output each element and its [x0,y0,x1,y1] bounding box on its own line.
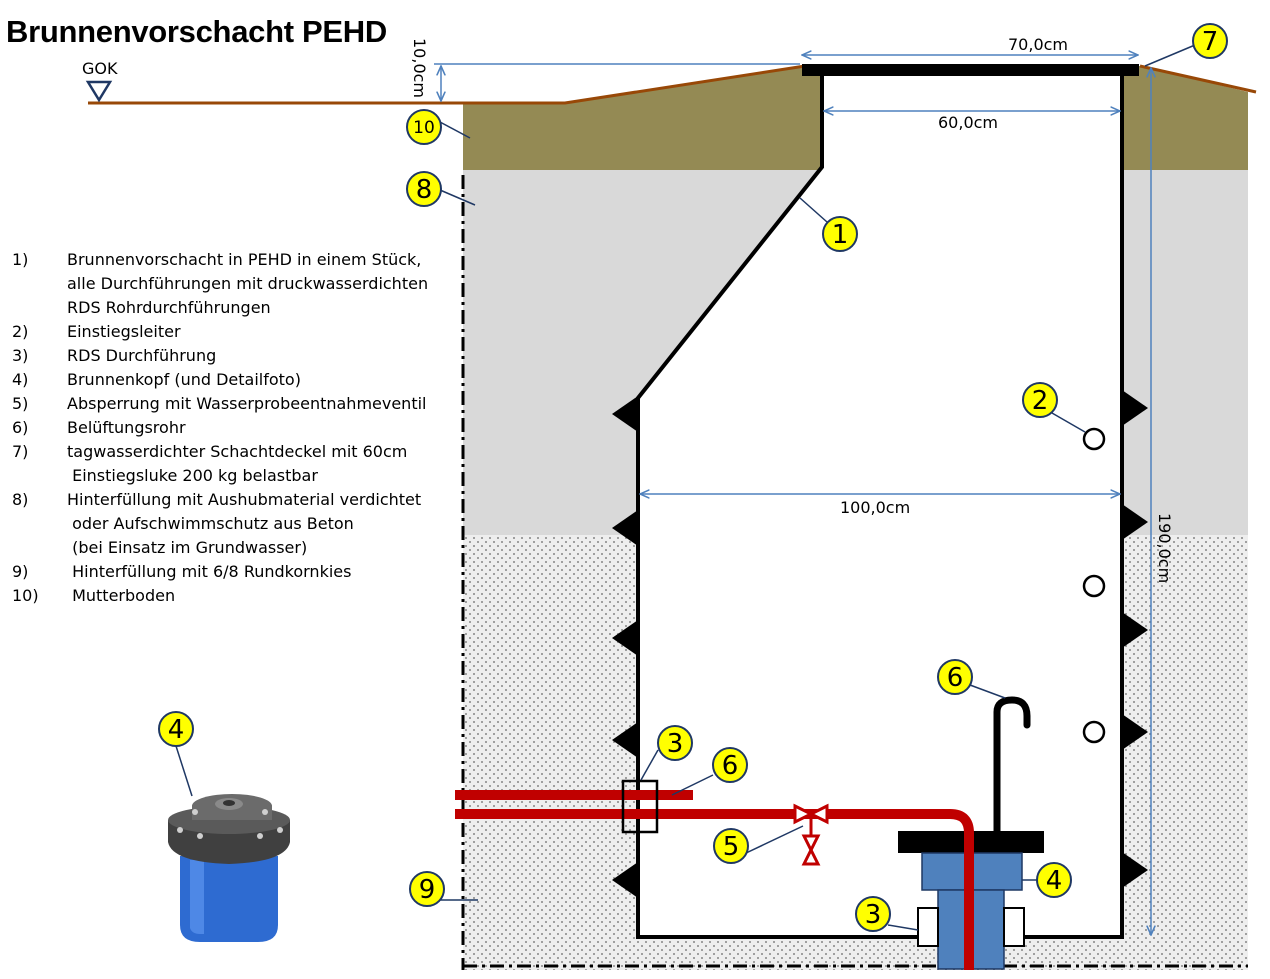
dim-shaft-width-label: 100,0cm [840,498,910,517]
vent-pipe [993,696,1031,835]
legend-item: 5) Absperrung mit Wasserprobeentnahmevent… [12,392,428,416]
svg-text:4: 4 [168,715,185,745]
shaft-interior [638,75,1122,937]
legend-item-number: 5) [12,394,29,413]
dim-opening-width-label: 60,0cm [938,113,998,132]
svg-text:2: 2 [1032,386,1049,416]
rds-bottom-right [1003,907,1025,947]
legend-item-text: Brunnenvorschacht in PEHD in einem Stück… [67,250,429,317]
legend-item: 9) Hinterfüllung mit 6/8 Rundkornkies [12,560,428,584]
ladder-rung [1082,427,1106,451]
svg-text:5: 5 [723,832,740,862]
badge-4-wellhead: 4 [1036,862,1072,898]
legend-item-number: 1) [12,250,29,269]
ground-line [88,64,806,105]
wellhead-detail-illustration [168,794,290,942]
legend-item-number: 9) [12,562,29,581]
topsoil-left [463,66,822,170]
topsoil-right [1122,66,1248,170]
ground-line-right [1139,64,1257,94]
legend-item-text: RDS Durchführung [67,346,217,365]
svg-text:9: 9 [419,875,436,905]
badge-3-bottom: 3 [855,896,891,932]
badge-10: 10 [406,109,442,145]
rds-bottom-left [917,907,939,947]
legend-item-text: Brunnenkopf (und Detailfoto) [67,370,301,389]
dim-shaft-height-label: 190,0cm [1155,513,1174,583]
legend-item-text: Mutterboden [67,586,176,605]
ladder-rung [1082,720,1106,744]
legend-item-number: 3) [12,346,29,365]
legend-item: 2) Einstiegsleiter [12,320,428,344]
shaft-wall-left [636,75,1124,939]
badge-6-inner: 6 [937,659,973,695]
legend-item-number: 10) [12,586,39,605]
badge-9: 9 [409,871,445,907]
legend-item-number: 4) [12,370,29,389]
svg-text:8: 8 [416,175,433,205]
legend-item: 7) tagwasserdichter Schachtdeckel mit 60c… [12,440,428,488]
legend-item: 1) Brunnenvorschacht in PEHD in einem Stü… [12,248,428,320]
legend-item: 3) RDS Durchführung [12,344,428,368]
badge-4-detail: 4 [158,711,194,747]
svg-text:7: 7 [1202,27,1219,57]
legend-item: 6) Belüftungsrohr [12,416,428,440]
svg-text:6: 6 [947,663,964,693]
badge-8: 8 [406,171,442,207]
svg-text:3: 3 [865,900,882,930]
legend-item-text: Hinterfüllung mit 6/8 Rundkornkies [67,562,352,581]
legend-item-number: 8) [12,490,29,509]
dim-rise-label: 10,0cm [410,38,429,98]
ladder-rung [1082,574,1106,598]
dim-cover-width-label: 70,0cm [1008,35,1068,54]
ground-level-marker-icon [85,80,113,103]
badge-2: 2 [1022,382,1058,418]
legend-item: 10) Mutterboden [12,584,428,608]
badge-6-outer: 6 [712,747,748,783]
leader-lines [175,44,1196,931]
shaft-cover [802,64,1139,76]
legend-item: 8) Hinterfüllung mit Aushubmaterial verdi… [12,488,428,560]
svg-text:10: 10 [413,118,435,138]
legend-item-text: Einstiegsleiter [67,322,181,341]
legend-item-number: 2) [12,322,29,341]
legend-item-text: tagwasserdichter Schachtdeckel mit 60cm … [67,442,408,485]
svg-text:3: 3 [667,729,684,759]
svg-text:1: 1 [832,220,849,250]
legend-item-text: Absperrung mit Wasserprobeentnahmeventil [67,394,427,413]
legend-item-number: 6) [12,418,29,437]
legend-item-text: Belüftungsrohr [67,418,186,437]
wall-ribs [612,390,1148,898]
legend-item-text: Hinterfüllung mit Aushubmaterial verdich… [67,490,422,557]
badge-3-wall: 3 [657,725,693,761]
legend: 1) Brunnenvorschacht in PEHD in einem Stü… [12,248,428,608]
svg-text:6: 6 [722,751,739,781]
svg-text:4: 4 [1046,866,1063,896]
rds-wall-penetration [621,779,659,834]
legend-item-number: 7) [12,442,29,461]
badge-7: 7 [1192,23,1228,59]
badge-5: 5 [713,828,749,864]
badge-1: 1 [822,216,858,252]
shutoff-valve-icon [793,803,829,866]
legend-item: 4) Brunnenkopf (und Detailfoto) [12,368,428,392]
page-title: Brunnenvorschacht PEHD [6,14,387,49]
ground-level-label: GOK [82,59,118,78]
water-pipe [455,809,974,970]
